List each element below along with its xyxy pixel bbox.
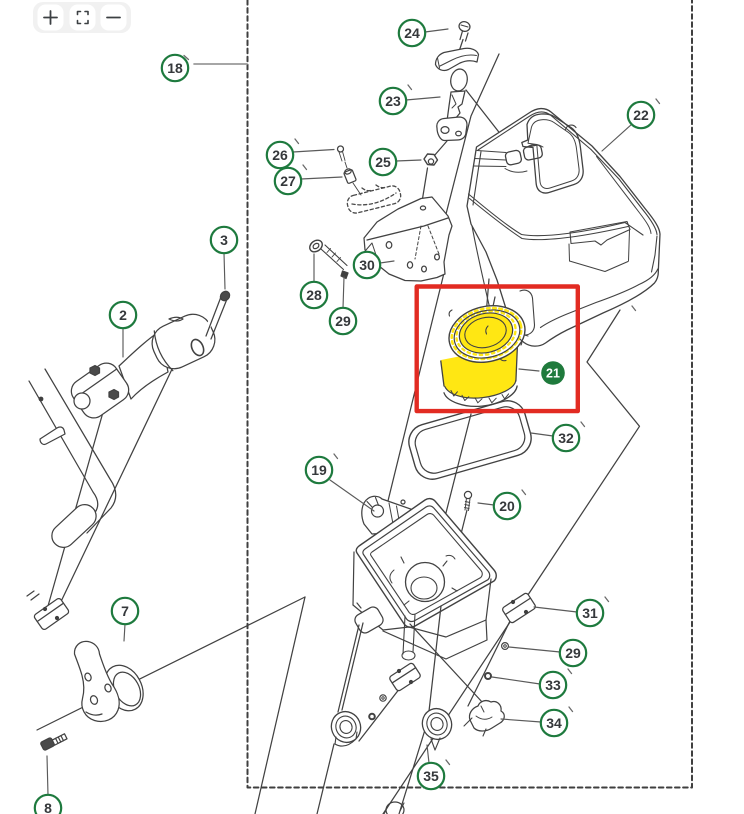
svg-text:34: 34 bbox=[546, 715, 562, 731]
svg-text:8: 8 bbox=[44, 800, 52, 814]
svg-text:26: 26 bbox=[272, 147, 288, 163]
svg-text:33: 33 bbox=[545, 677, 561, 693]
svg-text:3: 3 bbox=[220, 232, 228, 248]
svg-text:2: 2 bbox=[119, 307, 127, 323]
svg-text:28: 28 bbox=[306, 287, 322, 303]
svg-text:30: 30 bbox=[359, 257, 375, 273]
svg-text:19: 19 bbox=[311, 462, 327, 478]
svg-text:25: 25 bbox=[375, 154, 391, 170]
svg-text:18: 18 bbox=[167, 60, 183, 76]
svg-text:24: 24 bbox=[404, 25, 420, 41]
svg-text:29: 29 bbox=[565, 645, 581, 661]
svg-text:7: 7 bbox=[121, 603, 129, 619]
svg-text:27: 27 bbox=[280, 173, 296, 189]
svg-text:32: 32 bbox=[558, 430, 574, 446]
svg-text:20: 20 bbox=[499, 498, 515, 514]
svg-text:29: 29 bbox=[335, 313, 351, 329]
svg-text:31: 31 bbox=[582, 605, 598, 621]
svg-text:35: 35 bbox=[423, 768, 439, 784]
svg-text:21: 21 bbox=[546, 367, 560, 381]
svg-text:22: 22 bbox=[633, 107, 649, 123]
svg-text:23: 23 bbox=[385, 93, 401, 109]
